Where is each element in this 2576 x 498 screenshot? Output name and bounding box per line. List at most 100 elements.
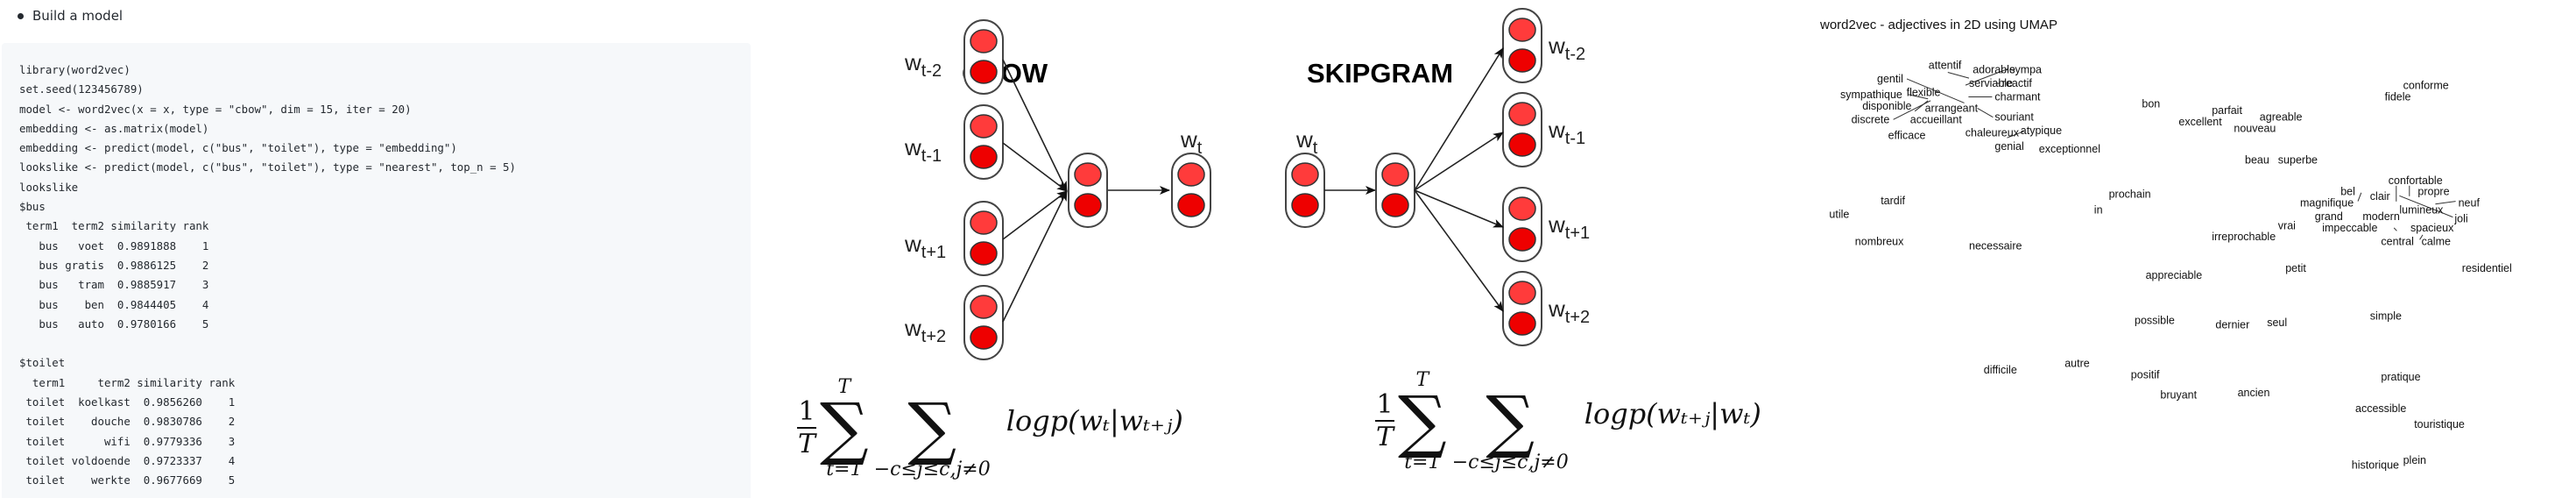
skipgram-input-node	[1285, 153, 1325, 228]
fraction-numerator: 1	[798, 396, 815, 427]
cbow-input-label: wt-1	[904, 134, 942, 166]
skipgram-output-label: wt-2	[1548, 32, 1585, 64]
skipgram-output-label: wt-1	[1548, 117, 1585, 148]
skipgram-objective-formula: 1 T T ∑ t=1 T ∑ −c≤j≤c,j≠0 logp(wₜ₊ⱼ|wₜ)	[1375, 370, 1761, 473]
word-label-appreciable: appreciable	[2146, 269, 2203, 281]
word-label-historique: historique	[2352, 459, 2399, 471]
word-label-necessaire: necessaire	[1969, 240, 2022, 253]
word-label-attentif: attentif	[1929, 60, 1962, 72]
label-base: w	[1548, 117, 1565, 143]
word-label-petit: petit	[2285, 262, 2306, 274]
sum-lower-limit: −c≤j≤c,j≠0	[873, 459, 991, 480]
label-subscript: t+1	[1565, 224, 1590, 243]
neuron-circle	[970, 325, 998, 350]
code-line: set.seed(123456789)	[19, 82, 144, 96]
section-bullet: Build a model	[18, 4, 123, 28]
code-line: embedding <- as.matrix(model)	[19, 121, 209, 135]
word-label-impeccable: impeccable	[2322, 222, 2377, 234]
word-label-lumineux: lumineux	[2399, 203, 2444, 216]
word-label-possible: possible	[2135, 314, 2175, 326]
outer-sum: T ∑ t=1	[820, 377, 869, 480]
word-label-disponible: disponible	[1862, 100, 1911, 112]
log-probability-term: logp(wₜ|wₜ₊ⱼ)	[1006, 404, 1183, 438]
neuron-circle	[970, 241, 998, 266]
label-subscript: t-2	[921, 61, 942, 81]
neuron-circle	[970, 210, 998, 235]
word-label-sympathique: sympathique	[1840, 89, 1902, 101]
word-label-utile: utile	[1829, 208, 1849, 220]
word-label-difficile: difficile	[1984, 364, 2017, 376]
code-block[interactable]: library(word2vec) set.seed(123456789) mode…	[2, 43, 751, 498]
code-line: bus ben 0.9844405 4	[19, 297, 209, 311]
connection-arrow	[1002, 142, 1068, 192]
word-label-fidele: fidele	[2385, 91, 2411, 103]
leader-line	[1908, 94, 1929, 100]
sum-lower-limit: −c≤j≤c,j≠0	[1451, 452, 1569, 473]
code-line: lookslike	[19, 180, 79, 194]
word-label-efficace: efficace	[1888, 129, 1926, 141]
word-label-souriant: souriant	[1994, 111, 2034, 124]
word-label-dernier: dernier	[2215, 319, 2249, 331]
label-base: w	[904, 315, 921, 341]
word-label-touristique: touristique	[2414, 418, 2465, 430]
outer-sum: T ∑ t=1	[1398, 370, 1447, 473]
word-label-bruyant: bruyant	[2160, 388, 2197, 401]
word-label-pratique: pratique	[2381, 371, 2420, 383]
word-label-parfait: parfait	[2212, 104, 2242, 117]
skipgram-output-label: wt+1	[1548, 211, 1590, 243]
label-subscript: t	[1313, 139, 1318, 158]
code-line: bus gratis 0.9886125 2	[19, 258, 209, 272]
code-line: $toilet	[19, 356, 66, 370]
word-label-beau: beau	[2245, 154, 2269, 167]
leader-line	[2435, 201, 2456, 205]
word-label-bon: bon	[2142, 97, 2160, 110]
fraction-bar	[1375, 420, 1394, 422]
cbow-input-label: wt+2	[904, 315, 946, 346]
label-subscript: t	[1197, 139, 1203, 158]
connection-arrow	[1414, 132, 1504, 191]
neuron-circle	[1508, 48, 1536, 73]
leader-line	[1914, 100, 1929, 112]
word-label-excellent: excellent	[2178, 116, 2222, 128]
cbow-input-node	[963, 19, 1004, 95]
neuron-circle	[1291, 193, 1319, 217]
word-label-reactif: reactif	[2002, 77, 2033, 89]
code-line: term1 term2 similarity rank	[19, 375, 236, 389]
label-subscript: t+2	[921, 327, 946, 346]
inner-sum: T ∑ −c≤j≤c,j≠0	[1452, 370, 1569, 473]
word-label-bel: bel	[2340, 186, 2355, 198]
word-label-exceptionnel: exceptionnel	[2039, 143, 2100, 155]
label-subscript: t-1	[921, 146, 942, 166]
code-line: library(word2vec)	[19, 63, 131, 76]
leader-line	[2399, 195, 2453, 218]
log-probability-term: logp(wₜ₊ⱼ|wₜ)	[1584, 397, 1761, 430]
code-line: toilet wifi 0.9779336 3	[19, 434, 236, 448]
label-base: w	[1548, 295, 1565, 322]
leader-line	[1977, 107, 1994, 118]
leader-line	[2419, 234, 2424, 240]
label-base: w	[904, 231, 921, 257]
neuron-circle	[1381, 162, 1409, 187]
word-label-gentil: gentil	[1877, 73, 1903, 85]
neuron-circle	[1508, 132, 1536, 157]
leader-line	[2393, 227, 2397, 231]
word-label-simple: simple	[2370, 309, 2402, 322]
word-label-agreable: agreable	[2260, 111, 2303, 124]
code-line: model <- word2vec(x = x, type = "cbow", …	[19, 102, 412, 116]
skipgram-output-node	[1502, 8, 1542, 83]
bullet-icon	[18, 13, 24, 19]
word-label-accessible: accessible	[2355, 402, 2406, 415]
code-line: bus tram 0.9885917 3	[19, 278, 209, 292]
neuron-circle	[970, 29, 998, 53]
label-subscript: t-1	[1565, 129, 1585, 148]
inner-sum: T ∑ −c≤j≤c,j≠0	[874, 377, 991, 480]
word-label-spacieux: spacieux	[2410, 222, 2454, 234]
code-line: toilet koelkast 0.9856260 1	[19, 395, 236, 409]
word-label-genial: genial	[1994, 140, 2023, 153]
word-label-residentiel: residentiel	[2462, 262, 2512, 274]
code-section: Build a model library(word2vec) set.seed(…	[0, 0, 753, 498]
word-label-accueillant: accueillant	[1910, 113, 1963, 125]
